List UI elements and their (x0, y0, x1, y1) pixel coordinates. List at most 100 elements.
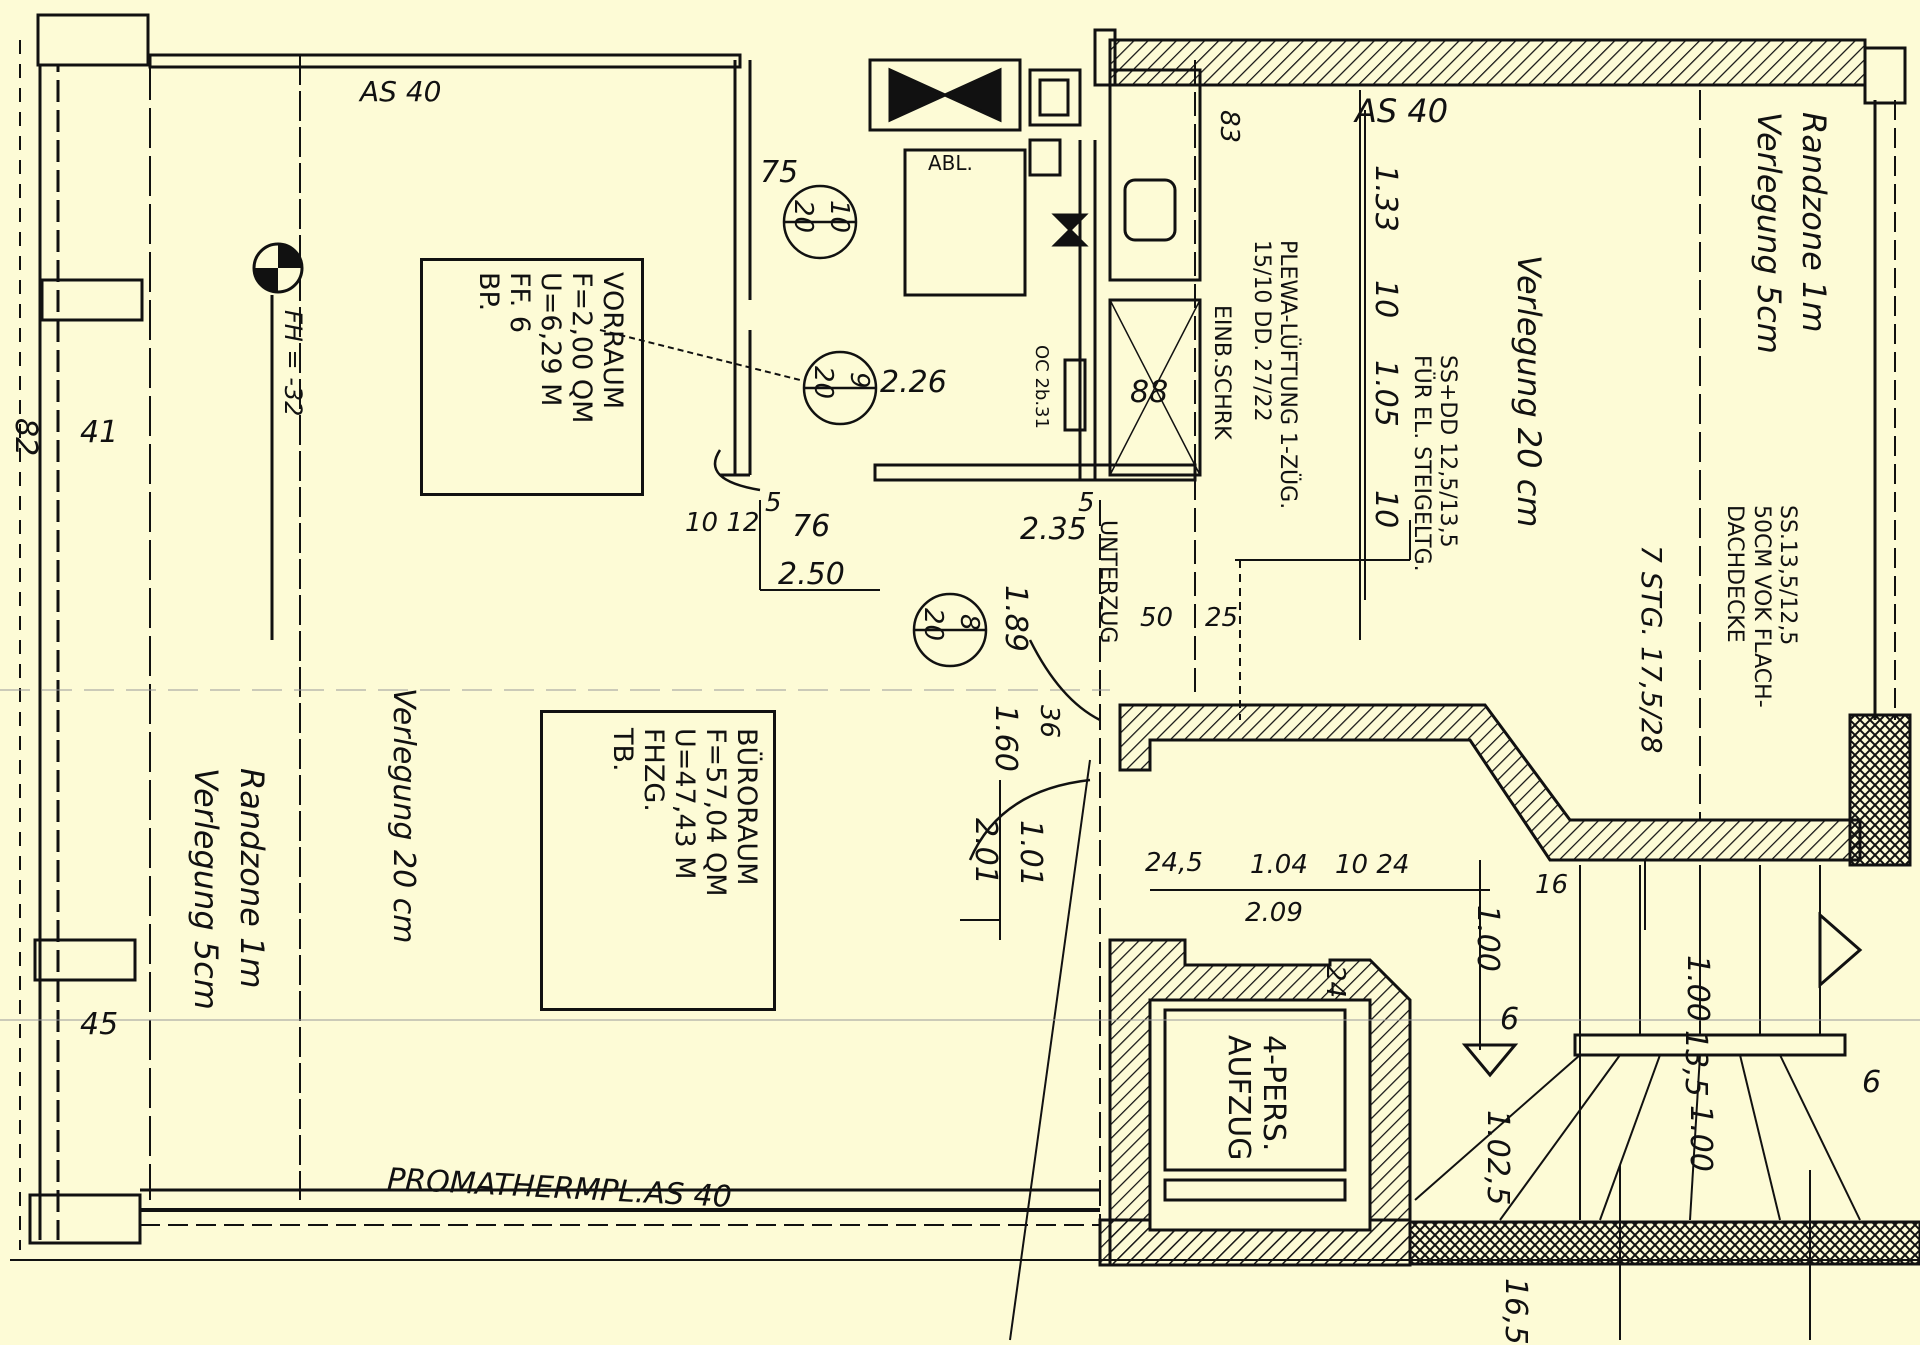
door2-bottom: 20 (808, 366, 838, 400)
verlegung-left: Verlegung 20 cm (386, 688, 421, 944)
dim-5b: 5 (1078, 488, 1095, 518)
dim-133: 1.33 (1368, 165, 1403, 232)
randzone-left-line2: Verlegung 5cm (187, 768, 225, 1010)
plewa-line1: PLEWA-LÜFTUNG 1-ZÜG. (1275, 240, 1300, 510)
bueroraum-area: F=57,04 QM (699, 728, 731, 897)
door1-bottom: 20 (788, 200, 818, 234)
lift-line2: AUFZUG (1221, 1035, 1257, 1161)
wet-room-block (868, 58, 1202, 477)
ceiling-height-label: OC 2b.31 (1031, 345, 1052, 429)
stairs (1414, 860, 1863, 1340)
vorraum-ceiling: BP. (472, 272, 504, 312)
vorraum-area: F=2,00 QM (565, 272, 597, 424)
door1-top: 10 (824, 200, 854, 234)
door3-bottom: 20 (918, 608, 948, 642)
dim-165: 16,5 (1498, 1278, 1533, 1345)
ss-dd-note: SS+DD 12,5/13,5 FÜR EL. STEIGELTG. (1407, 355, 1460, 572)
abl-label: ABL. (928, 151, 973, 175)
bueroraum-label: BÜRORAUM F=57,04 QM U=47,43 M FHZG. TB. (607, 728, 762, 897)
dim-245: 24,5 (1145, 848, 1203, 878)
dim-88: 88 (1130, 375, 1169, 410)
dim-25: 25 (1205, 603, 1239, 633)
lift-line1: 4-PERS. (1256, 1035, 1291, 1152)
door2-top: 9 (844, 372, 874, 389)
unterzug-lines (1009, 60, 1196, 1341)
door3-top: 8 (954, 614, 984, 631)
left-facade (19, 13, 150, 1250)
randzone-right-line2: Verlegung 5cm (1750, 112, 1788, 354)
dim-50: 50 (1140, 603, 1174, 633)
dim-100c: 1.00 (1683, 1105, 1718, 1172)
plewa-note: PLEWA-LÜFTUNG 1-ZÜG. 15/10 DD. 27/22 (1247, 240, 1300, 509)
as40-top-left: AS 40 (360, 75, 442, 108)
vorraum-perimeter: U=6,29 M (534, 272, 566, 407)
dim-45: 45 (80, 1007, 119, 1042)
office-outline (140, 55, 1100, 1200)
dim-75: 75 (760, 155, 799, 190)
dim-105: 1.05 (1368, 360, 1403, 427)
dim-41: 41 (80, 415, 119, 450)
bueroraum-heating: FHZG. (637, 728, 669, 812)
dim-24: 24 (1320, 965, 1350, 999)
bottom-wall (10, 1208, 1920, 1267)
top-wall (148, 28, 1907, 105)
dim-10a: 10 (1368, 280, 1403, 319)
flachdecke-line3: DACHDECKE (1722, 505, 1748, 643)
bueroraum-label-box (540, 710, 776, 1011)
dim-160: 1.60 (988, 705, 1023, 772)
dimension-lines (599, 110, 1490, 1050)
grid-lines (0, 689, 1920, 1021)
flachdecke-note: SS.13,5/12,5 50CM VOK FLACH- DACHDECKE (1721, 505, 1800, 708)
flachdecke-line1: SS.13,5/12,5 (1775, 505, 1800, 646)
randzone-right-line1: Randzone 1m (1795, 112, 1833, 333)
dim-201: 2.01 (968, 818, 1003, 885)
ss-dd-line1: SS+DD 12,5/13,5 (1435, 355, 1460, 548)
dim-16: 16 (1535, 870, 1569, 900)
dim-100a: 1.00 (1470, 905, 1505, 972)
dim-82: 82 (8, 418, 43, 457)
randzone-left-line1: Randzone 1m (233, 768, 271, 989)
dim-104: 1.04 (1250, 850, 1308, 880)
dim-83: 83 (1214, 110, 1244, 144)
dim-6a: 6 (1500, 1002, 1520, 1037)
height-marker (252, 242, 304, 640)
dim-10b: 10 (1368, 490, 1403, 529)
stairs-label: 7 STG. 17,5/28 (1635, 545, 1668, 754)
dim-6b: 6 (1862, 1065, 1882, 1100)
flachdecke-line2: 50CM VOK FLACH- (1748, 505, 1774, 708)
dim-76: 76 (792, 509, 831, 544)
vorraum-label-box (420, 258, 644, 496)
bueroraum-name: BÜRORAUM (731, 728, 762, 886)
vorraum-name: VORRAUM (597, 272, 628, 410)
stair-core (1108, 703, 1912, 1267)
dim-36: 36 (1034, 705, 1064, 739)
bueroraum-ceiling: TB. (606, 728, 638, 772)
as40-top-right: AS 40 (1355, 92, 1449, 130)
dim-10-24: 10 24 (1335, 850, 1410, 880)
dim-5a: 5 (765, 488, 782, 518)
vorraum-label: VORRAUM F=2,00 QM U=6,29 M FF. 6 BP. (473, 272, 628, 423)
door-markers (713, 184, 1101, 861)
verlegung-right: Verlegung 20 cm (1510, 255, 1548, 528)
dim-226: 2.26 (880, 365, 947, 400)
dim-189: 1.89 (998, 585, 1033, 652)
dim-235: 2.35 (1020, 512, 1087, 547)
dim-1025: 1.02,5 (1480, 1110, 1515, 1206)
dim-135: 13,5 (1678, 1030, 1713, 1097)
dim-101: 1.01 (1013, 820, 1048, 887)
fh-label: FH = -32 (279, 310, 307, 417)
bueroraum-perimeter: U=47,43 M (668, 728, 700, 880)
vorraum-walls (720, 60, 1197, 482)
einbauschrank-label: EINB.SCHRK (1209, 305, 1234, 440)
dim-100b: 1.00 (1680, 955, 1715, 1022)
dim-250: 2.50 (778, 557, 845, 592)
plewa-line2: 15/10 DD. 27/22 (1248, 240, 1274, 422)
vorraum-floor: FF. 6 (503, 272, 535, 334)
dim-10-12: 10 12 (685, 508, 760, 538)
dim-209: 2.09 (1245, 898, 1303, 928)
lift-label: 4-PERS. AUFZUG (1221, 1035, 1292, 1161)
unterzug-label: UNTERZUG (1095, 520, 1120, 644)
ss-dd-line2: FÜR EL. STEIGELTG. (1408, 355, 1434, 572)
right-facade (1359, 90, 1896, 820)
